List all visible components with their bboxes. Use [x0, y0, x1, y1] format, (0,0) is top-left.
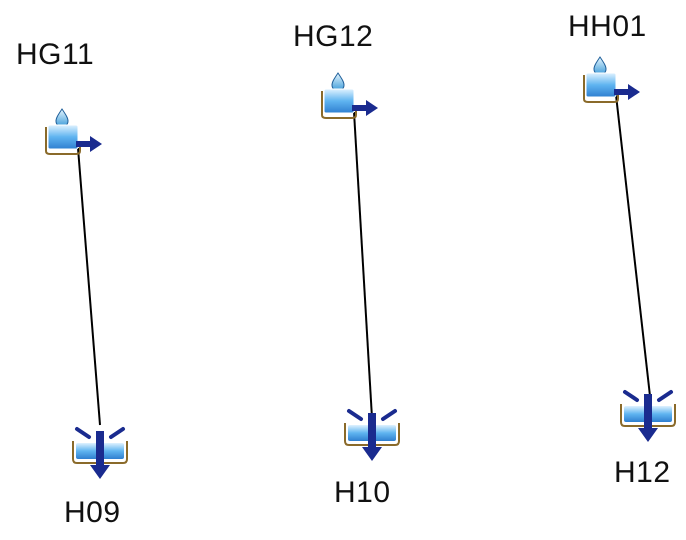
sink-node-icon [72, 427, 128, 479]
target-label-h12: H12 [614, 456, 671, 489]
source-node-icon [321, 72, 378, 119]
sink-node-icon [620, 390, 676, 442]
connector-hg12-h10[interactable] [353, 111, 373, 419]
source-node-hg12[interactable] [321, 72, 378, 119]
sink-node-icon [344, 409, 400, 461]
source-node-hh01[interactable] [583, 56, 640, 103]
source-node-icon [45, 108, 102, 155]
connector-hg11-h09[interactable] [77, 147, 101, 426]
source-node-icon [583, 56, 640, 103]
sink-node-h09[interactable] [72, 427, 128, 479]
connector-hh01-h12[interactable] [615, 94, 651, 397]
source-label-hg12: HG12 [293, 20, 374, 53]
source-label-hh01: HH01 [568, 10, 647, 43]
target-label-h10: H10 [334, 476, 391, 509]
sink-node-h12[interactable] [620, 390, 676, 442]
source-node-hg11[interactable] [45, 108, 102, 155]
sink-node-h10[interactable] [344, 409, 400, 461]
source-label-hg11: HG11 [16, 38, 95, 71]
target-label-h09: H09 [64, 496, 121, 529]
